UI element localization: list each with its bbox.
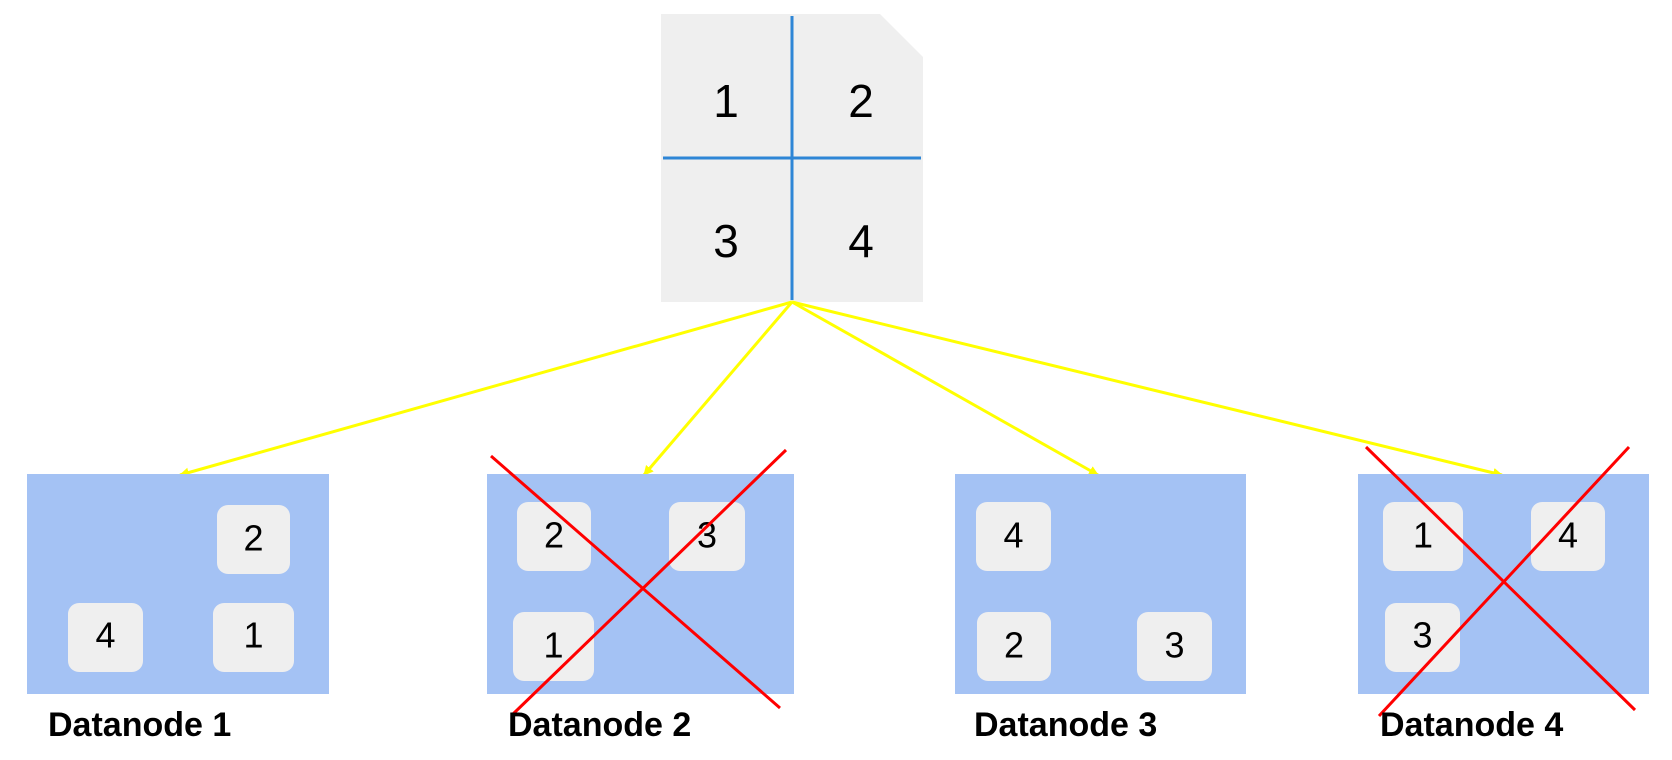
- datanode-label: Datanode 2: [508, 706, 691, 744]
- replication-arrow: [179, 300, 793, 478]
- block-label: 4: [1003, 515, 1023, 556]
- block-chip: [977, 612, 1051, 681]
- block-label: 3: [1164, 625, 1184, 666]
- datanode-label: Datanode 3: [974, 706, 1157, 744]
- file-block-label: 1: [713, 75, 739, 127]
- file-document: 1 2 3 4: [661, 14, 923, 302]
- failure-x-mark: [490, 448, 788, 716]
- file-block-label: 4: [848, 215, 874, 267]
- datanode-label: Datanode 4: [1380, 706, 1563, 744]
- block-chip: [1137, 612, 1212, 681]
- block-chip: [1531, 502, 1605, 571]
- failure-x-mark: [1364, 445, 1637, 718]
- block-label: 4: [95, 615, 115, 656]
- block-chip: [513, 612, 594, 681]
- datanode-4: 1 4 3 Datanode 4: [1358, 445, 1649, 744]
- block-label: 2: [243, 518, 263, 559]
- block-chip: [669, 502, 745, 571]
- block-chip: [1385, 603, 1460, 672]
- file-block-label: 3: [713, 215, 739, 267]
- replication-arrow: [791, 300, 1503, 478]
- block-label: 1: [243, 615, 263, 656]
- file-block-label: 2: [848, 75, 874, 127]
- block-chip: [976, 502, 1051, 571]
- block-label: 2: [544, 515, 564, 556]
- block-chip: [68, 603, 143, 672]
- block-label: 1: [543, 625, 563, 666]
- replication-arrow: [791, 300, 1099, 477]
- datanode-1: 2 4 1 Datanode 1: [27, 474, 329, 744]
- block-label: 3: [1412, 615, 1432, 656]
- datanode-label: Datanode 1: [48, 706, 231, 744]
- block-label: 2: [1004, 625, 1024, 666]
- block-label: 1: [1413, 515, 1433, 556]
- datanode-3: 4 2 3 Datanode 3: [955, 474, 1246, 744]
- block-label: 4: [1558, 515, 1578, 556]
- block-chip: [517, 502, 591, 571]
- block-chip: [1383, 502, 1463, 571]
- block-chip: [217, 505, 290, 574]
- replication-arrow: [642, 301, 794, 476]
- block-chip: [213, 603, 294, 672]
- datanode-2: 2 3 1 Datanode 2: [487, 448, 794, 744]
- replication-arrows: [179, 300, 1503, 478]
- block-label: 3: [697, 515, 717, 556]
